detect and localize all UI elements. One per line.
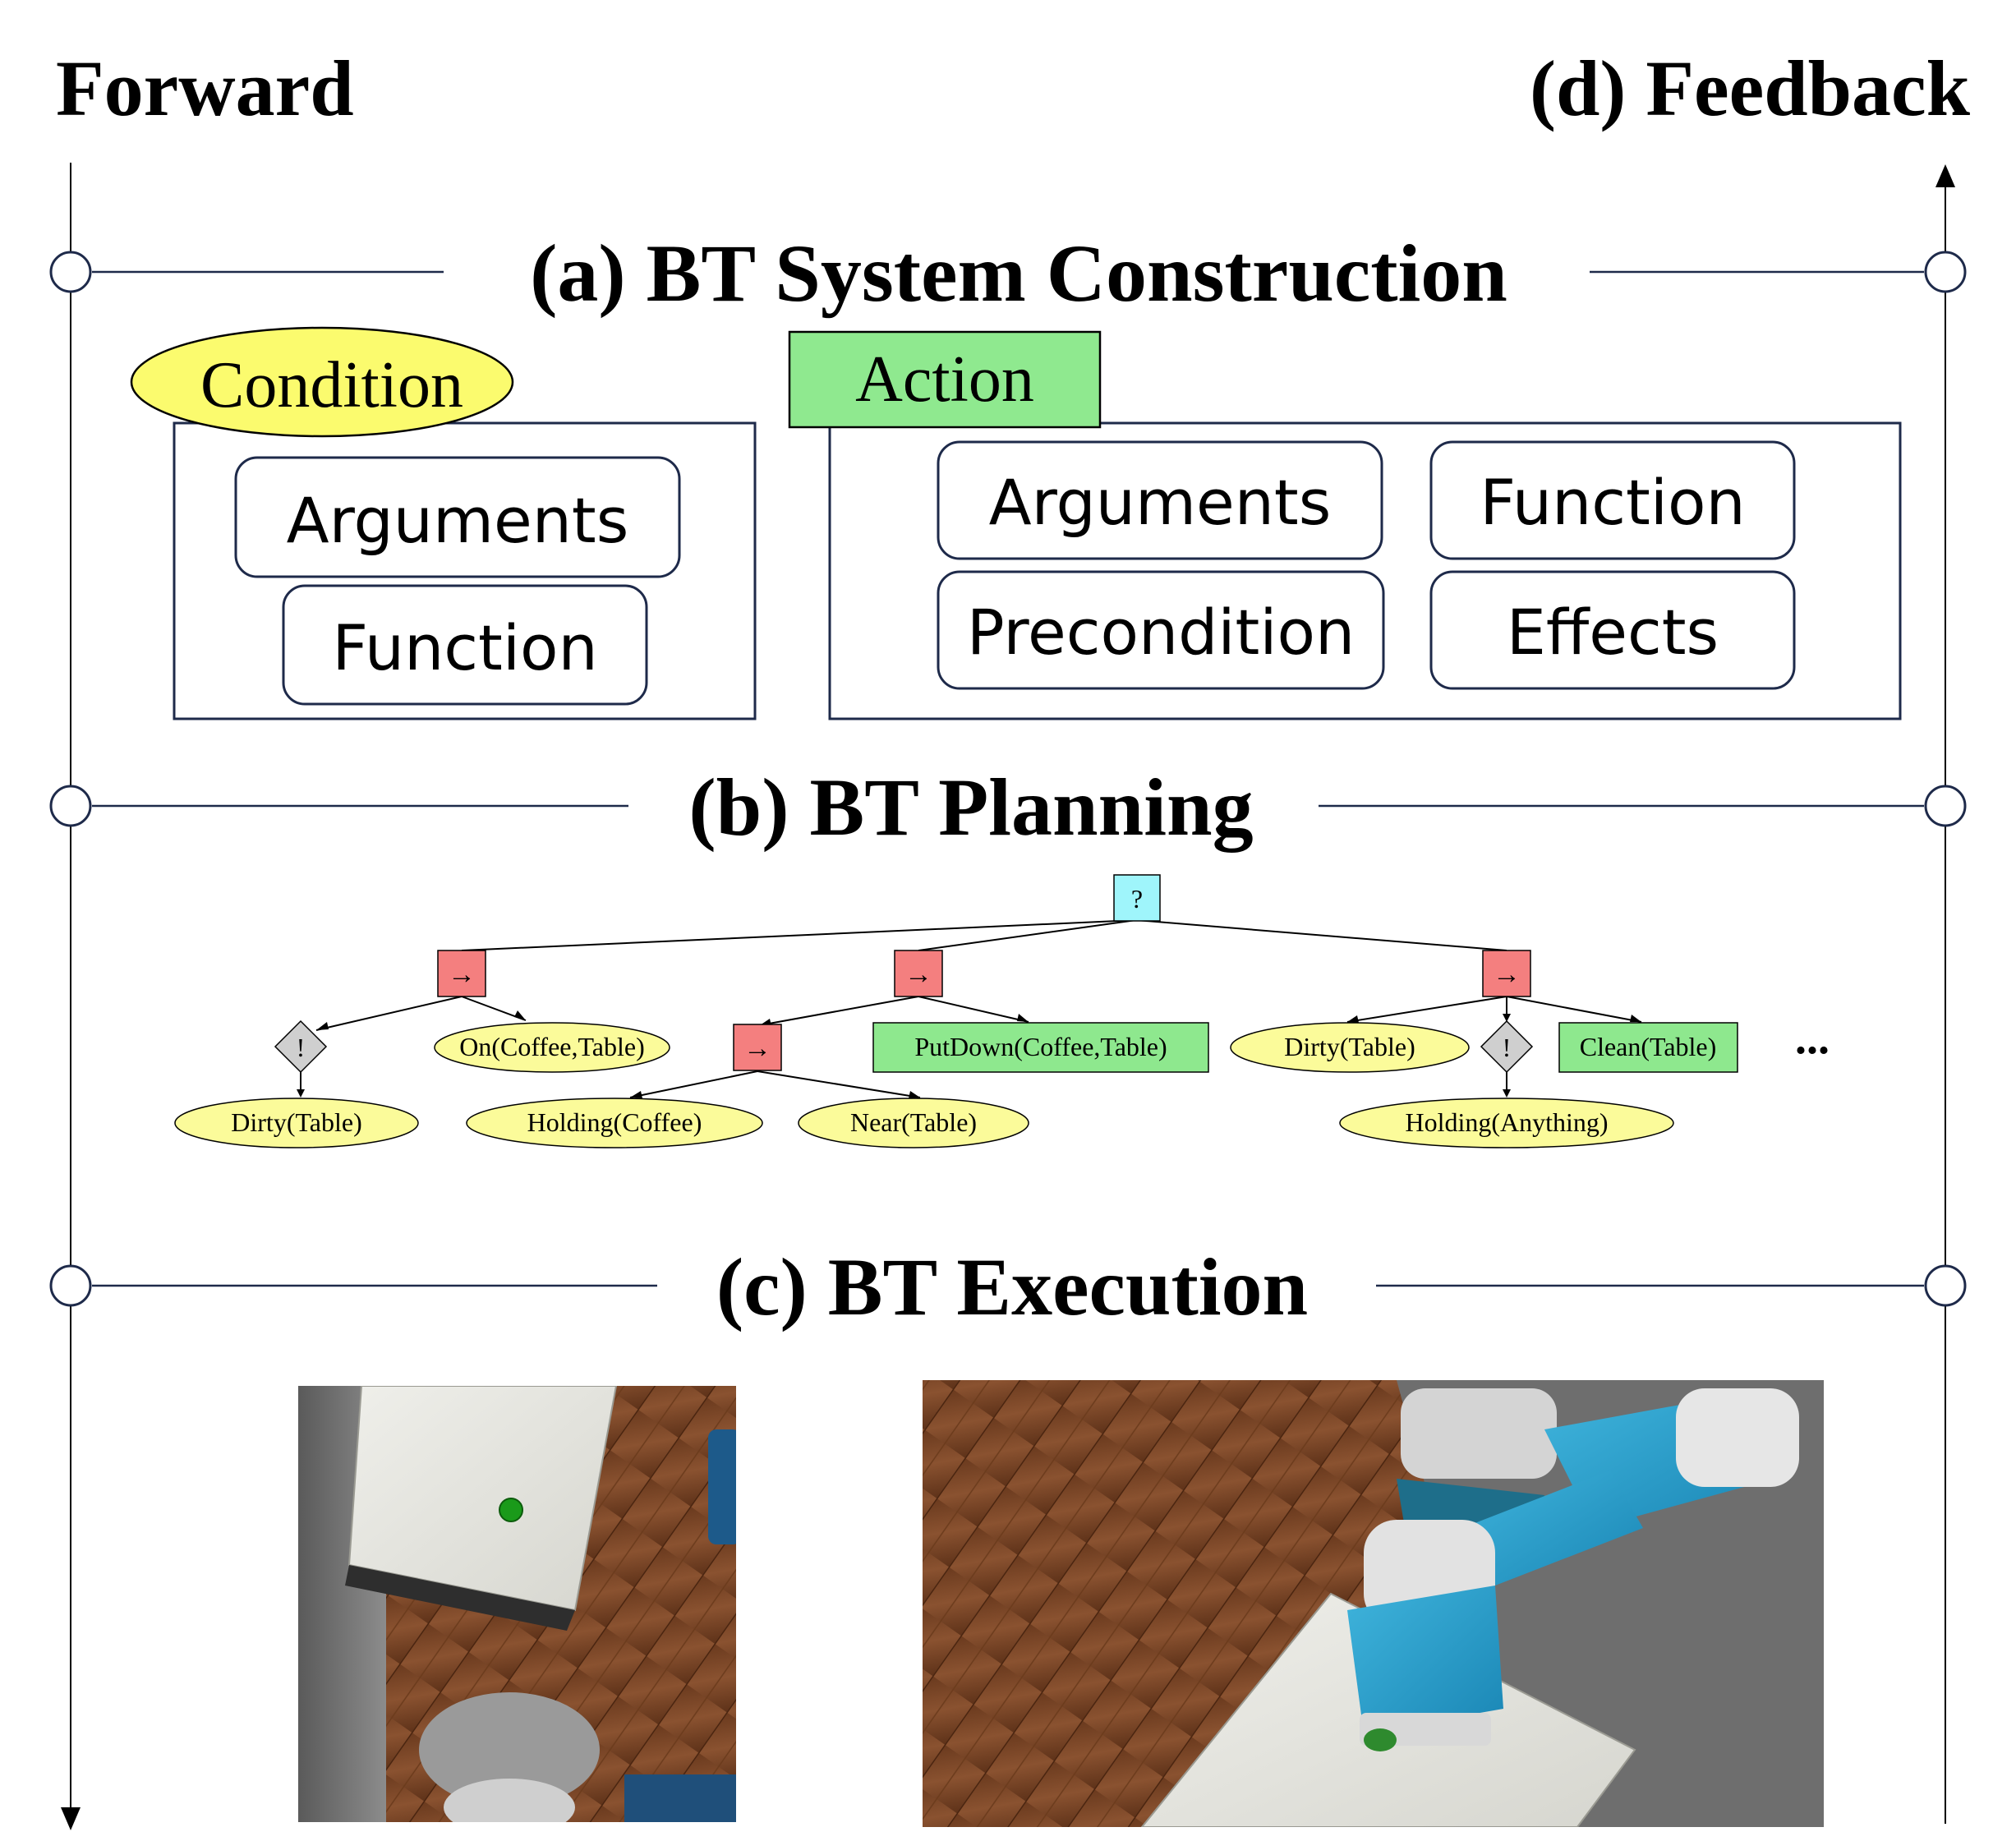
action-arguments-label: Arguments — [989, 466, 1332, 539]
condition-on-coffee-table — [434, 1022, 670, 1073]
condition-function-label: Function — [332, 611, 597, 684]
section-b-title: (b) BT Planning — [688, 762, 1253, 853]
condition-arguments-label: Arguments — [287, 484, 629, 557]
inverter-symbol-left: ! — [297, 1033, 306, 1062]
forward-arrowhead — [61, 1807, 81, 1830]
condition-on-coffee-table-label: On(Coffee,Table) — [459, 1032, 645, 1061]
action-arguments-box — [937, 440, 1383, 560]
sequence-symbol-nested: → — [743, 1033, 771, 1064]
action-effects-box — [1429, 570, 1796, 690]
condition-arguments-box — [234, 456, 681, 578]
action-precondition-box — [937, 570, 1385, 690]
forward-label: Forward — [56, 44, 354, 132]
condition-holding-coffee-label: Holding(Coffee) — [527, 1107, 702, 1137]
action-frame — [828, 421, 1902, 720]
inverter-symbol-right: ! — [1503, 1033, 1512, 1062]
condition-frame — [173, 421, 757, 720]
action-tag — [788, 330, 1102, 429]
inverter-node-right — [1480, 1019, 1534, 1074]
section-b-right-node — [1924, 785, 1967, 827]
condition-near-table-label: Near(Table) — [850, 1107, 977, 1137]
condition-holding-coffee — [466, 1098, 763, 1148]
execution-scene-topdown — [298, 1386, 736, 1822]
condition-dirty-table-left — [174, 1098, 419, 1148]
action-clean-table-label: Clean(Table) — [1580, 1032, 1717, 1061]
condition-tag-label: Condition — [200, 349, 463, 421]
inverter-node-left — [274, 1019, 328, 1074]
tree-more-ellipsis: ... — [1795, 1013, 1830, 1064]
section-a-left-node — [49, 251, 92, 293]
action-putdown-coffee-table-label: PutDown(Coffee,Table) — [914, 1032, 1167, 1061]
sequence-symbol-middle: → — [904, 960, 932, 990]
coffee-cup-marker — [499, 1498, 523, 1522]
section-a-title: (a) BT System Construction — [530, 228, 1507, 319]
execution-scene-robot-arm — [923, 1380, 1824, 1827]
feedback-label: (d) Feedback — [1530, 44, 1971, 132]
tree-edges — [297, 919, 1642, 1098]
fallback-symbol: ? — [1131, 884, 1143, 914]
action-putdown-coffee-table — [872, 1022, 1209, 1073]
condition-holding-anything-label: Holding(Anything) — [1405, 1107, 1608, 1137]
action-function-label: Function — [1480, 466, 1745, 539]
condition-dirty-table-right — [1230, 1022, 1470, 1073]
condition-tag — [130, 326, 514, 438]
section-c-right-node — [1924, 1264, 1967, 1307]
condition-function-box — [282, 584, 648, 706]
condition-holding-anything — [1339, 1098, 1674, 1148]
section-c-title: (c) BT Execution — [716, 1241, 1308, 1332]
section-a-right-node — [1924, 251, 1967, 293]
sequence-node-middle — [894, 950, 943, 997]
action-function-box — [1429, 440, 1796, 560]
feedback-arrowhead — [1935, 164, 1955, 187]
fallback-node — [1113, 874, 1161, 922]
condition-dirty-table-right-label: Dirty(Table) — [1284, 1032, 1415, 1061]
section-b-left-node — [49, 785, 92, 827]
section-c-left-node — [49, 1264, 92, 1307]
action-precondition-label: Precondition — [967, 596, 1355, 669]
condition-dirty-table-left-label: Dirty(Table) — [231, 1107, 361, 1137]
action-clean-table — [1558, 1022, 1738, 1073]
sequence-symbol-right: → — [1493, 960, 1521, 990]
sequence-node-right — [1482, 950, 1531, 997]
sequence-node-nested — [733, 1024, 782, 1071]
sequence-symbol-left: → — [448, 960, 476, 990]
sequence-node-left — [437, 950, 486, 997]
action-effects-label: Effects — [1507, 596, 1719, 669]
action-tag-label: Action — [855, 343, 1034, 416]
condition-near-table — [798, 1098, 1029, 1148]
